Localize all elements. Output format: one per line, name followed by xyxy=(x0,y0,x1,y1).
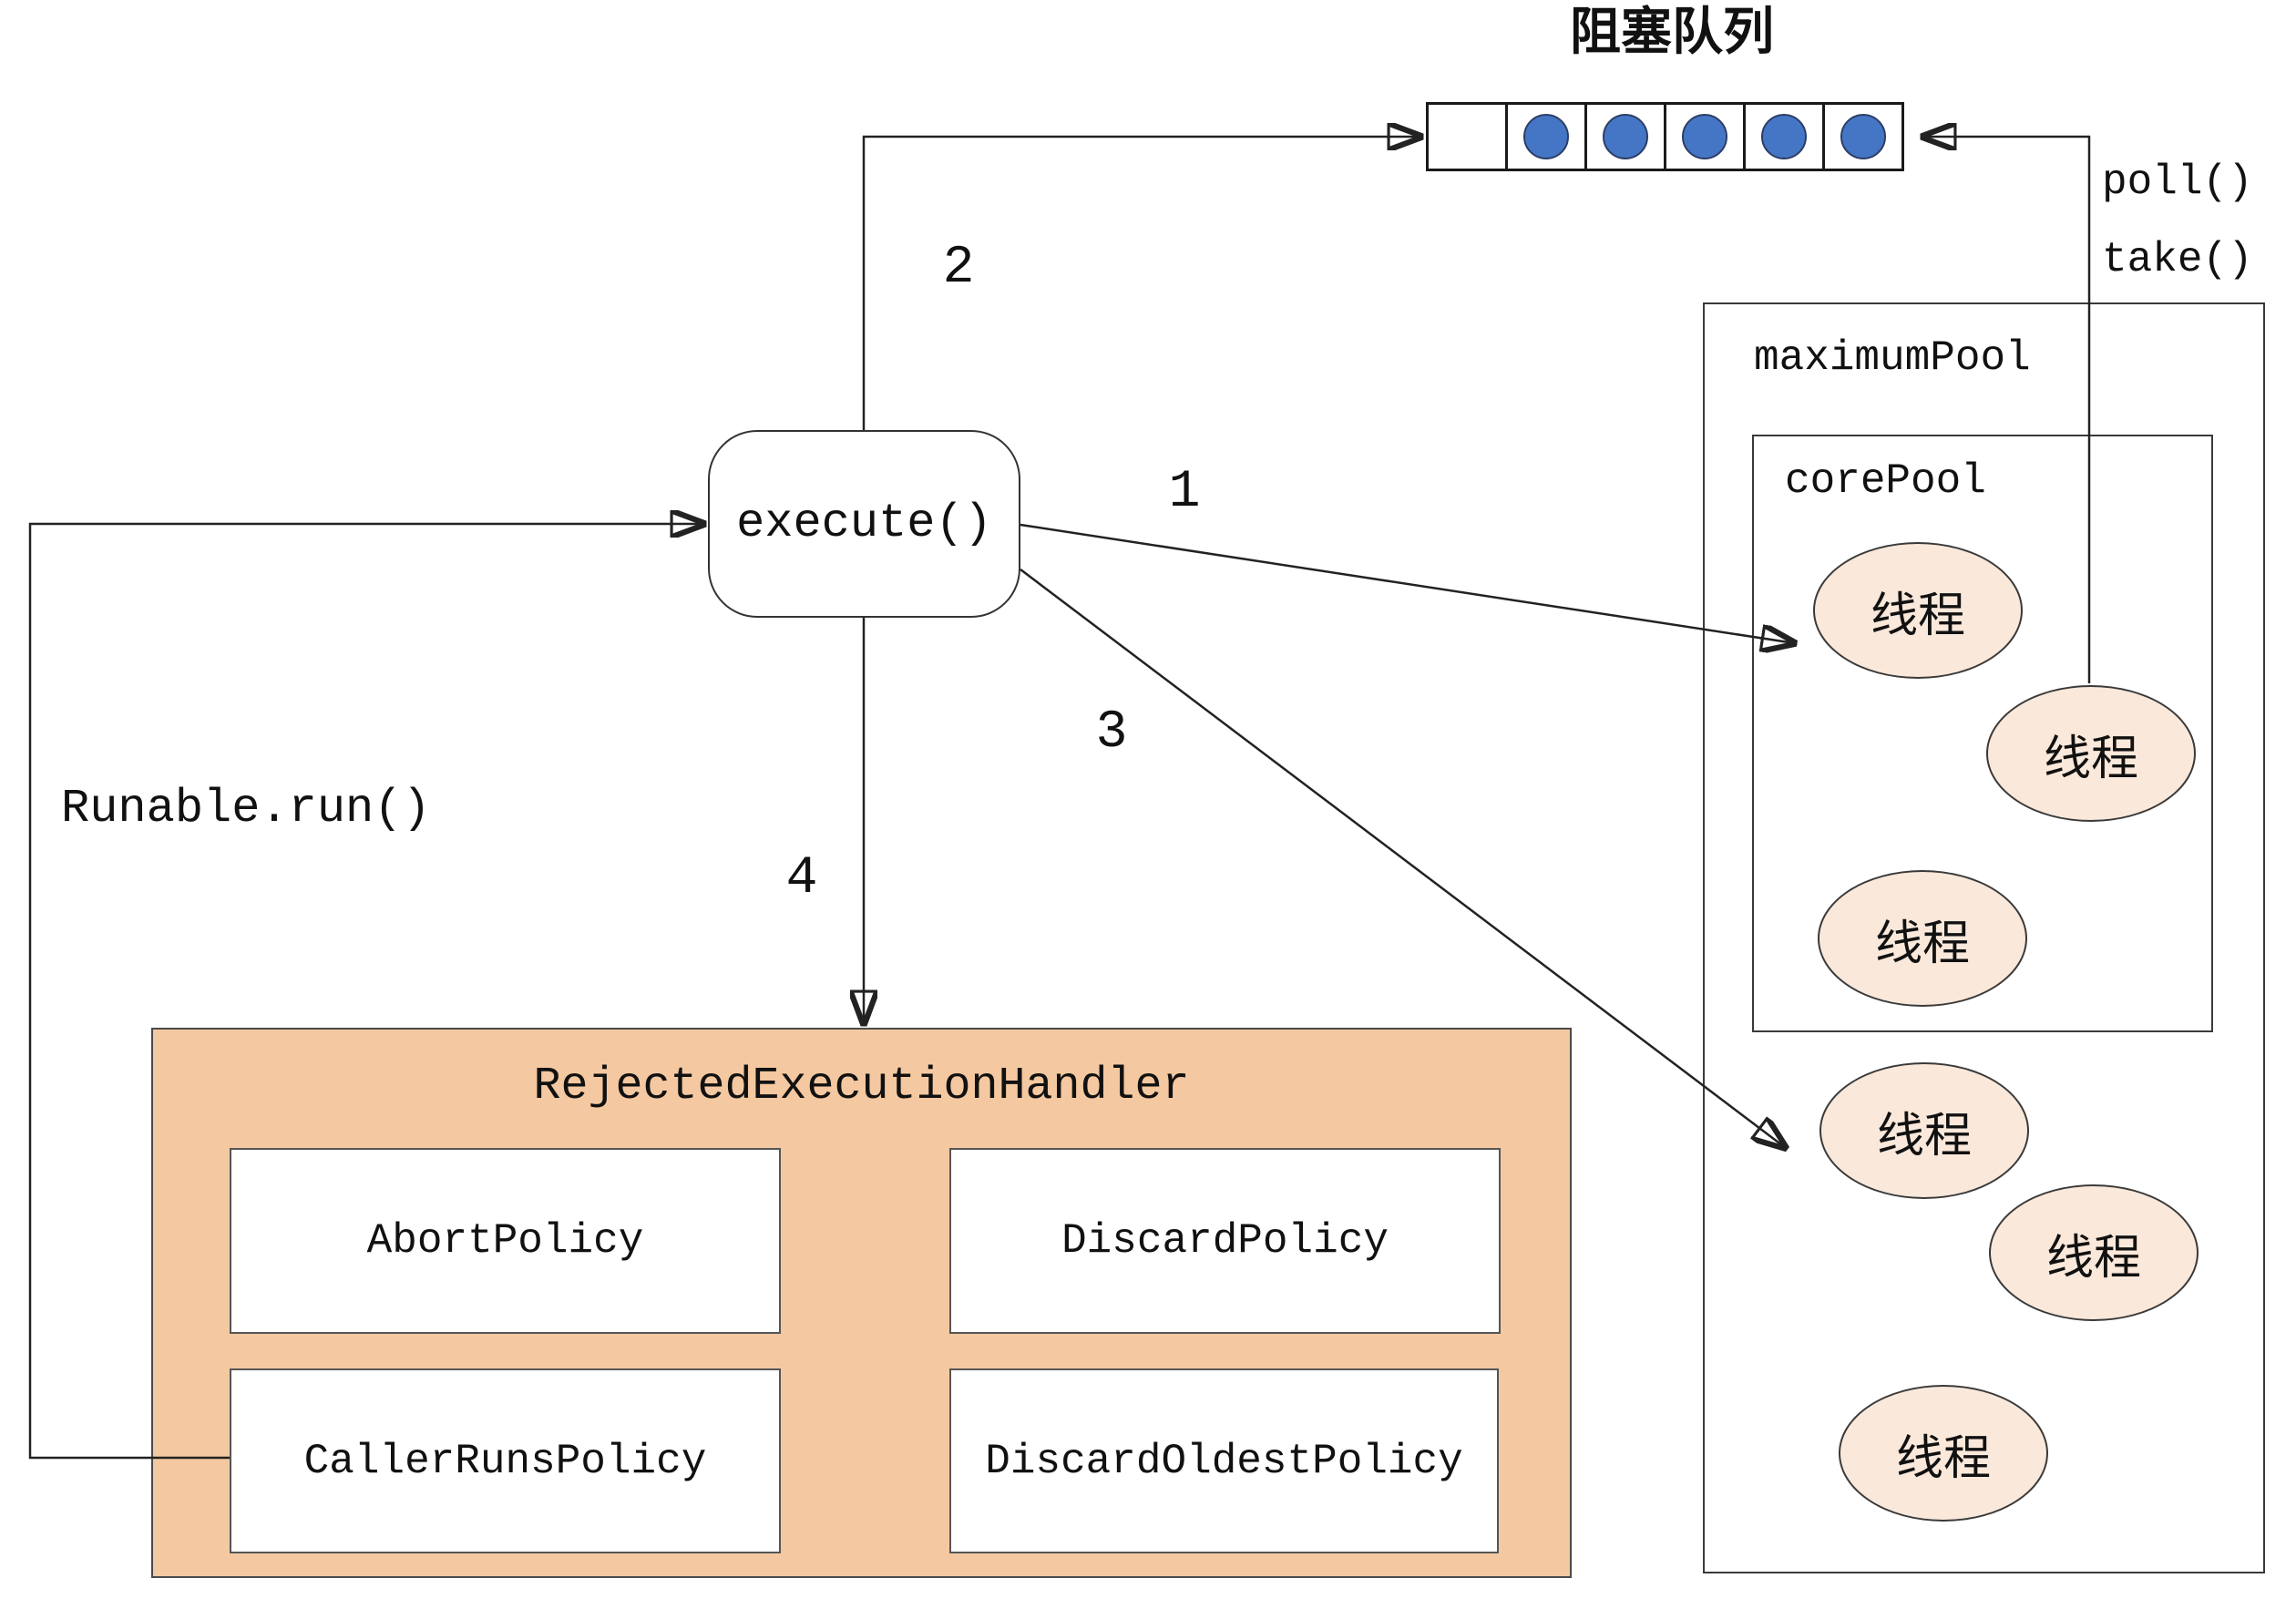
thread-ellipse: 线程 xyxy=(1818,870,2027,1007)
blocking-queue xyxy=(1426,102,1904,171)
maximum-pool-label: maximumPool xyxy=(1754,334,2031,382)
thread-label: 线程 xyxy=(1874,916,1970,971)
poll-label: poll() xyxy=(2102,159,2253,206)
thread-label: 线程 xyxy=(1895,1430,1991,1486)
thread-ellipse: 线程 xyxy=(1989,1184,2199,1321)
core-pool-label: corePool xyxy=(1785,457,1986,505)
thread-ellipse: 线程 xyxy=(1839,1385,2048,1522)
runnable-run-label: Runable.run() xyxy=(61,782,431,835)
policy-discard: DiscardPolicy xyxy=(949,1148,1501,1334)
step-number-2: 2 xyxy=(942,239,975,298)
take-label: take() xyxy=(2102,236,2253,283)
task-dot xyxy=(1761,114,1807,159)
queue-cell xyxy=(1584,102,1666,171)
task-dot xyxy=(1840,114,1886,159)
queue-cell xyxy=(1505,102,1587,171)
task-dot xyxy=(1523,114,1569,159)
policy-caller-runs: CallerRunsPolicy xyxy=(230,1368,781,1553)
queue-cell xyxy=(1664,102,1746,171)
queue-cell xyxy=(1426,102,1508,171)
thread-ellipse: 线程 xyxy=(1813,542,2023,679)
policy-discard-oldest: DiscardOldestPolicy xyxy=(949,1368,1499,1553)
task-dot xyxy=(1682,114,1727,159)
step-number-3: 3 xyxy=(1095,703,1128,763)
queue-cell xyxy=(1743,102,1825,171)
blocking-queue-title: 阻塞队列 xyxy=(1570,3,1774,62)
rejected-execution-handler-title: RejectedExecutionHandler xyxy=(533,1061,1190,1112)
policy-abort: AbortPolicy xyxy=(230,1148,781,1334)
thread-label: 线程 xyxy=(1876,1108,1972,1163)
task-dot xyxy=(1603,114,1648,159)
step-number-1: 1 xyxy=(1168,463,1201,522)
execute-label: execute() xyxy=(736,497,992,550)
connector-step1-to-corepool xyxy=(1020,523,1795,643)
execute-node: execute() xyxy=(708,430,1020,618)
step-number-4: 4 xyxy=(785,849,818,908)
thread-ellipse: 线程 xyxy=(1819,1062,2029,1199)
thread-label: 线程 xyxy=(2043,731,2138,786)
thread-label: 线程 xyxy=(1870,588,1965,643)
thread-ellipse: 线程 xyxy=(1986,685,2196,822)
rejected-execution-handler-box: RejectedExecutionHandler AbortPolicy Dis… xyxy=(151,1028,1572,1578)
thread-label: 线程 xyxy=(2045,1230,2141,1286)
queue-cell xyxy=(1822,102,1904,171)
